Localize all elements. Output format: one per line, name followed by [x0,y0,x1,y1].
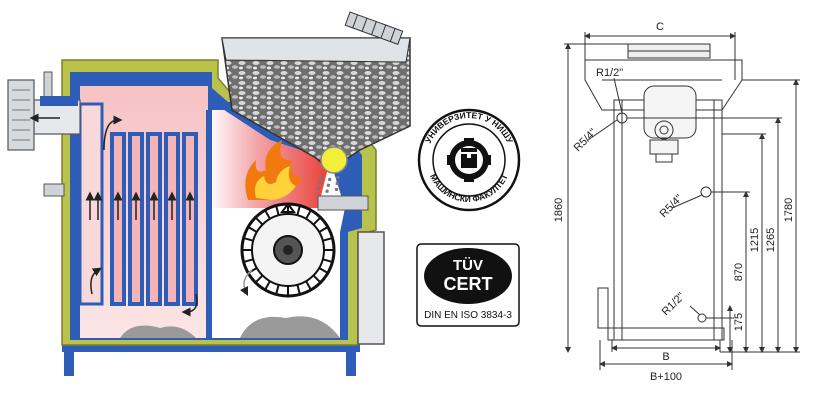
grate-tooth [322,258,333,263]
dim-height-1215: 1215 [749,228,761,252]
grate-tooth [264,280,271,291]
grate-tooth [254,274,264,284]
flame-icon [245,140,302,200]
boiler-cutaway [7,11,411,376]
dim-height-1265: 1265 [765,228,777,252]
chamber-wall [206,110,212,338]
grate-tooth [254,216,264,226]
side-pipe-connector [43,183,65,197]
dim-conn-return: R5/4" [658,192,686,220]
tuv-cert-logo: TÜV CERT DIN EN ISO 3834-3 [416,243,520,327]
grate-tooth [296,284,301,295]
ash-heap-right [240,316,340,338]
heat-exchanger-tubes [110,132,198,306]
flue-channel [78,102,104,306]
dim-height-870: 870 [733,263,745,281]
grate-tooth [275,284,280,295]
drawing-base [607,327,725,341]
grate-tooth [243,237,254,242]
flow-arrows [29,113,253,317]
drawing-burner [643,85,697,139]
grate-tooth [247,226,258,233]
grate-tooth [322,237,333,242]
connection-drain [697,313,707,323]
grate-tooth [296,205,301,216]
grate-tooth [305,209,312,220]
cert-octagon-icon [424,248,512,304]
connection-return [700,186,712,198]
technical-drawing [564,32,800,370]
hopper-lid [221,37,411,63]
dimension-labels: C 1860 1780 1265 1215 870 175 R1/2" R5/4… [553,21,795,383]
burner-pipe [317,195,369,211]
dim-height-total: 1860 [553,198,565,222]
grate-tooth [305,280,312,291]
dim-conn-flow: R5/4" [572,126,600,154]
grate-tooth [275,205,280,216]
grate-tooth [243,258,254,263]
dim-height-175: 175 [733,313,745,331]
dim-width-b100: B+100 [650,371,682,383]
boiler-foot-right [346,352,356,376]
dim-conn-top: R1/2" [596,67,623,79]
dim-height-1780: 1780 [783,198,795,222]
grate-tooth [318,267,329,274]
hopper-handle [344,11,404,45]
ash-door [357,231,385,345]
cert-brand-bottom: CERT [444,274,493,294]
pellet-feeder [320,146,348,174]
dim-width-b: B [662,351,669,363]
grate-tooth [318,226,329,233]
university-seal: УНИВЕРЗИТЕТ У НИШУ МАШИНСКИ ФАКУЛТЕТ [417,108,521,212]
grate-tooth [312,216,322,226]
drawing-flange [597,287,609,329]
cert-brand-top: TÜV [453,257,483,274]
front-panel [40,96,78,106]
boiler-foot-left [64,352,74,376]
rotating-grate [240,202,336,298]
gear-icon [447,138,491,182]
grate-tooth [312,274,322,284]
grate-tooth [264,209,271,220]
dim-conn-drain: R1/2" [660,290,688,318]
dim-width-top: C [656,21,664,33]
ash-heap-left [120,325,196,338]
cert-standard: DIN EN ISO 3834-3 [424,310,512,321]
